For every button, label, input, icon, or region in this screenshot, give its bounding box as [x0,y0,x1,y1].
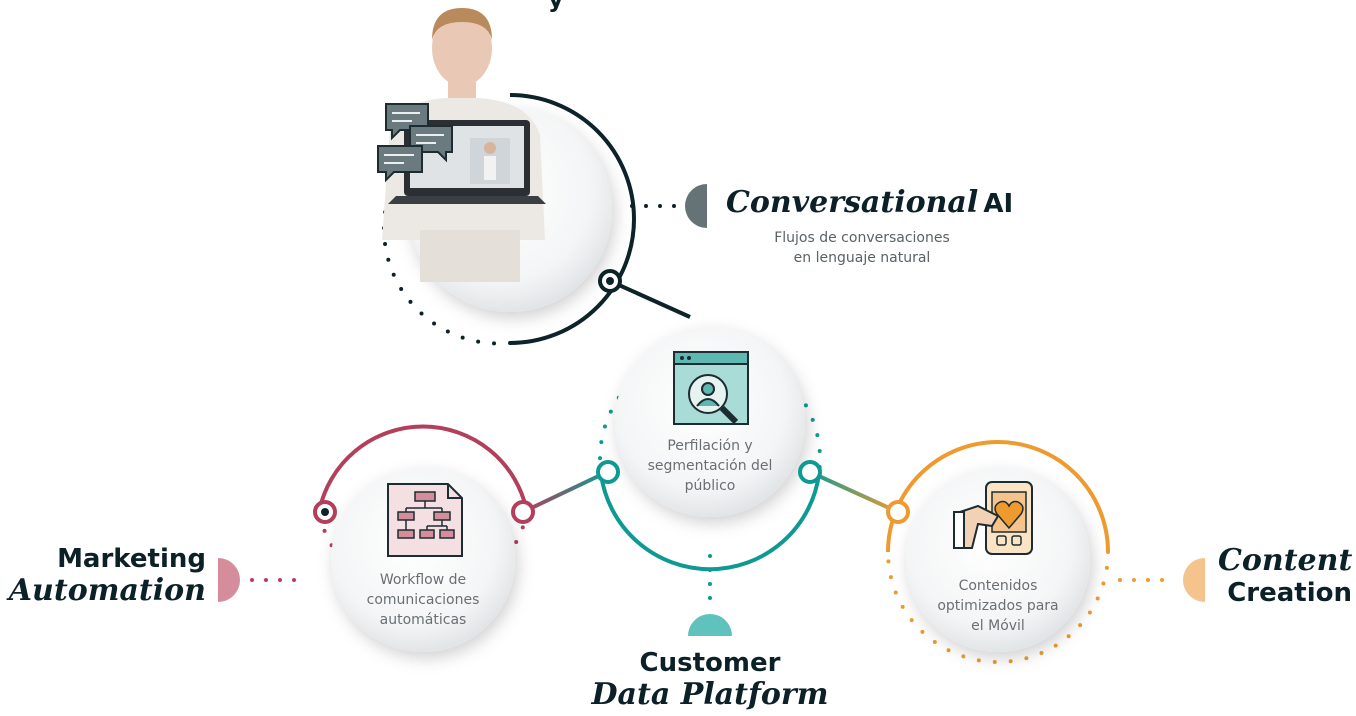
marketing-arc [317,424,529,513]
marketing-desc-line2: comunicaciones [366,592,480,608]
top-cut-text: y [548,0,564,14]
content-title-bold: Creation [1227,578,1352,608]
content-title: Content Creation [1218,543,1353,609]
user-search-icon [673,351,749,425]
center-desc-line1: Perfilación y [667,438,753,454]
conversational-arc [509,93,636,345]
marketing-disc [331,468,515,652]
marketing-node [218,424,535,652]
conversational-dotted-arc [381,168,512,346]
content-title-italic: Content [1218,543,1353,578]
center-dotted-arc [598,347,822,476]
marketing-title-italic: Automation [8,573,206,608]
connector-center-content [809,470,899,514]
content-marker [1183,558,1205,602]
conversational-title-bold: AI [983,189,1014,219]
content-description: Contenidos optimizados para el Móvil [928,576,1068,636]
marketing-title: Marketing Automation [0,544,206,608]
flowchart-document-icon [387,483,463,557]
content-left-junction [886,500,910,524]
conversational-marker [685,184,707,228]
connector-marketing-center [522,470,608,514]
marketing-right-junction [511,500,535,524]
connector-conversational-center [609,279,691,319]
content-desc-line2: optimizados para [937,598,1059,614]
content-disc [906,468,1090,652]
marketing-marker [218,558,240,602]
conversational-title-italic: Conversational [726,185,979,220]
content-desc-line1: Contenidos [958,578,1038,594]
content-node [886,440,1205,664]
conversational-desc-line1: Flujos de conversaciones [774,230,950,246]
center-left-junction [596,460,620,484]
marketing-desc-line1: Workflow de [379,572,467,588]
content-desc-line3: el Móvil [971,618,1025,634]
center-title-bold: Customer [639,648,781,678]
center-title-italic: Data Platform [591,677,829,712]
center-desc-line2: segmentación del [647,458,773,474]
marketing-title-bold: Marketing [57,544,206,574]
marketing-desc-line3: automáticas [379,612,467,628]
center-description: Perfilación y segmentación del público [640,436,780,496]
conversational-description: Flujos de conversaciones en lenguaje nat… [752,228,972,268]
conversational-desc-line2: en lenguaje natural [793,250,931,266]
center-marker [688,614,732,636]
mobile-heart-icon [953,481,1033,555]
center-title: Customer Data Platform [560,648,860,712]
center-right-junction [798,460,822,484]
marketing-description: Workflow de comunicaciones automáticas [358,570,488,630]
conversational-title: Conversational AI [726,186,1013,220]
center-desc-line3: público [684,478,736,494]
